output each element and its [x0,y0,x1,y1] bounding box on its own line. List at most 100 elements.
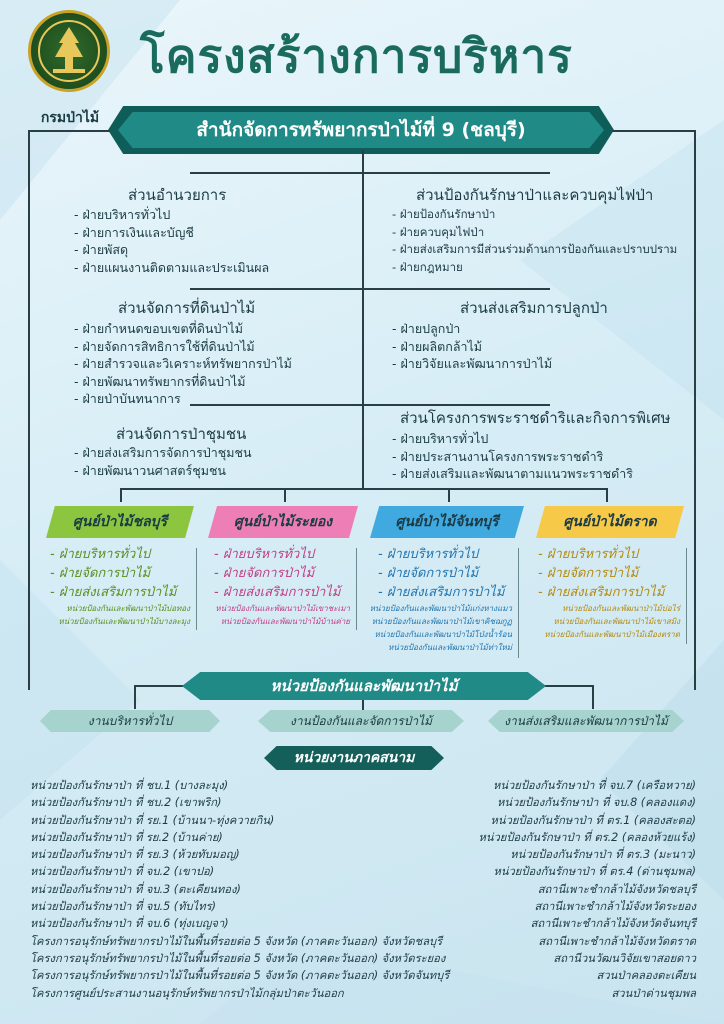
list-item: ฝ่ายสำรวจและวิเคราะห์ทรัพยากรป่าไม้ [74,355,291,373]
list-item: ฝ่ายควบคุมไฟป่า [392,224,677,242]
list-item: ฝ่ายบริหารทั่วไป [74,206,269,224]
section-title-royal: ส่วนโครงการพระราชดำริและกิจการพิเศษ [400,409,671,427]
units-bracket-4 [686,548,687,644]
list-item: หน่วยป้องกันและพัฒนาป่าไม้เขาคิชฌกูฏ [371,617,512,626]
list-item: ฝ่ายพัสดุ [74,241,269,259]
units-chanthaburi: หน่วยป้องกันและพัฒนาป่าไม้แก่งหางแมว หน่… [362,602,512,654]
list-item: สถานีเพาะชำกล้าไม้จังหวัดชลบุรี [537,882,696,896]
list-item: ฝ่ายวิจัยและพัฒนาการป่าไม้ [392,355,552,373]
list-item: ฝ่ายบริหารทั่วไป [214,545,340,564]
field-list-right: หน่วยป้องกันรักษาป่า ที่ จบ.7 (เครือหวาย… [478,777,696,1002]
units-bracket-1 [196,548,197,630]
center3-drop [448,488,450,502]
center4-drop [606,488,608,502]
list-item: ฝ่ายผลิตกล้าไม้ [392,338,552,356]
frame-left-line [28,130,30,690]
section-title-protection: ส่วนป้องกันรักษาป่าและควบคุมไฟป่า [416,186,654,204]
list-item: สถานีเพาะชำกล้าไม้จังหวัดระยอง [534,900,696,914]
list-item: ฝ่ายป้องกันรักษาป่า [392,206,677,224]
list-item: ฝ่ายจัดการป่าไม้ [538,564,664,583]
list-item: หน่วยป้องกันและพัฒนาป่าไม้เมืองตราด [544,630,680,639]
units-trat: หน่วยป้องกันและพัฒนาป่าไม้บ่อไร่ หน่วยป้… [530,602,680,641]
section-list-protection: ฝ่ายป้องกันรักษาป่า ฝ่ายควบคุมไฟป่า ฝ่าย… [392,206,677,276]
list-item: หน่วยป้องกันและพัฒนาป่าไม้บางละมุง [58,617,190,626]
section-list-admin: ฝ่ายบริหารทั่วไป ฝ่ายการเงินและบัญชี ฝ่า… [74,206,269,276]
spine-line [362,150,364,490]
center2-drop [284,488,286,502]
section-list-planting: ฝ่ายปลูกป่า ฝ่ายผลิตกล้าไม้ ฝ่ายวิจัยและ… [392,320,552,373]
list-item: หน่วยป้องกันรักษาป่า ที่ จบ.3 (ตะเคียนทอ… [30,882,241,896]
field-list-left: หน่วยป้องกันรักษาป่า ที่ ชบ.1 (บางละมุง)… [30,777,449,1002]
list-item: ฝ่ายส่งเสริมการจัดการป่าชุมชน [74,444,251,462]
list-item: หน่วยป้องกันรักษาป่า ที่ รย.3 (ห้วยทับมอ… [30,848,240,862]
list-item: ฝ่ายพัฒนาทรัพยากรที่ดินป่าไม้ [74,373,292,391]
center-list-trat: ฝ่ายบริหารทั่วไป ฝ่ายจัดการป่าไม้ ฝ่ายส่… [538,545,665,602]
unit-drop-mid [362,698,364,710]
list-item: ฝ่ายแผนงานติดตามและประเมินผล [74,259,269,277]
center-list-chonburi: ฝ่ายบริหารทั่วไป ฝ่ายจัดการป่าไม้ ฝ่ายส่… [50,545,177,602]
list-item: หน่วยป้องกันรักษาป่า ที่ ชบ.2 (เขาพริก) [30,796,222,810]
list-item: ฝ่ายการเงินและบัญชี [74,224,269,242]
centers-branch [120,488,606,490]
list-item: ฝ่ายส่งเสริมการป่าไม้ [538,583,665,602]
list-item: หน่วยป้องกันรักษาป่า ที่ ตร.1 (คลองสะตอ) [490,813,696,827]
unit-section-title: หน่วยป้องกันและพัฒนาป่าไม้ [182,672,546,700]
section-title-planting: ส่วนส่งเสริมการปลูกป่า [460,299,608,317]
list-item: ฝ่ายบริหารทั่วไป [392,430,633,448]
list-item: หน่วยป้องกันรักษาป่า ที่ ตร.4 (ด่านชุมพล… [493,865,696,879]
list-item: ฝ่ายพัฒนาวนศาสตร์ชุมชน [74,462,252,480]
section-list-royal: ฝ่ายบริหารทั่วไป ฝ่ายประสานงานโครงการพระ… [392,430,633,483]
section-title-land: ส่วนจัดการที่ดินป่าไม้ [118,299,256,317]
office-banner: สำนักจัดการทรัพยากรป่าไม้ที่ 9 (ชลบุรี) [118,112,604,148]
list-item: หน่วยป้องกันและพัฒนาป่าไม้เขาสมิง [553,617,680,626]
list-item: หน่วยป้องกันและพัฒนาป่าไม้แก่งหางแมว [369,604,512,613]
list-item: ฝ่ายกฎหมาย [392,259,677,277]
list-item: ฝ่ายปลูกป่า [392,320,552,338]
list-item: โครงการอนุรักษ์ทรัพยากรป่าไม้ในพื้นที่รอ… [30,969,450,983]
list-item: สถานีเพาะชำกล้าไม้จังหวัดจันทบุรี [530,917,696,931]
page-title: โครงสร้างการบริหาร [140,29,573,83]
list-item: หน่วยป้องกันรักษาป่า ที่ จบ.6 (ทุ่งเบญจา… [30,917,229,931]
center-rayong: ศูนย์ป่าไม้ระยอง [208,506,358,538]
list-item: หน่วยป้องกันรักษาป่า ที่ จบ.7 (เครือหวาย… [492,779,696,792]
list-item: ฝ่ายจัดการป่าไม้ [378,564,504,583]
list-item: สถานีวนวัฒนวิจัยเขาสอยดาว [553,951,696,965]
section-title-admin: ส่วนอำนวยการ [128,186,227,204]
units-bracket-2 [356,548,357,630]
branch-row2 [190,288,550,290]
list-item: โครงการศูนย์ประสานงานอนุรักษ์ทรัพยากรป่า… [30,986,344,1000]
list-item: หน่วยป้องกันรักษาป่า ที่ ชบ.1 (บางละมุง) [30,779,229,792]
list-item: ฝ่ายส่งเสริมการมีส่วนร่วมด้านการป้องกันแ… [392,241,677,259]
list-item: โครงการอนุรักษ์ทรัพยากรป่าไม้ในพื้นที่รอ… [30,951,446,965]
list-item: หน่วยป้องกันและพัฒนาป่าไม้บ่อไร่ [562,604,680,613]
list-item: ฝ่ายบริหารทั่วไป [50,545,176,564]
branch-row1 [190,172,550,174]
list-item: หน่วยป้องกันรักษาป่า ที่ รย.2 (บ้านค่าย) [30,830,223,844]
department-seal-logo [28,10,110,92]
units-rayong: หน่วยป้องกันและพัฒนาป่าไม้เขาชะเมา หน่วย… [208,602,350,628]
list-item: ฝ่ายส่งเสริมและพัฒนาตามแนวพระราชดำริ [392,465,633,483]
frame-top-left [28,130,110,132]
frame-top-right [612,130,696,132]
section-list-land: ฝ่ายกำหนดขอบเขตที่ดินป่าไม้ ฝ่ายจัดการสิ… [74,320,292,408]
list-item: หน่วยป้องกันรักษาป่า ที่ รย.1 (บ้านนา-ทุ… [30,813,275,827]
list-item: ฝ่ายประสานงานโครงการพระราชดำริ [392,448,633,466]
center-list-rayong: ฝ่ายบริหารทั่วไป ฝ่ายจัดการป่าไม้ ฝ่ายส่… [214,545,341,602]
sub-promotion: งานส่งเสริมและพัฒนาการป่าไม้ [488,710,684,732]
list-item: หน่วยป้องกันและพัฒนาป่าไม้โป่งน้ำร้อน [374,630,512,639]
list-item: หน่วยป้องกันรักษาป่า ที่ ตร.3 (มะนาว) [510,848,696,862]
list-item: สวนป่าคลองตะเคียน [596,969,696,983]
list-item: ฝ่ายบริหารทั่วไป [538,545,664,564]
center1-drop [120,488,122,502]
list-item: หน่วยป้องกันและพัฒนาป่าไม้บ่อทอง [66,604,190,613]
list-item: ฝ่ายส่งเสริมการป่าไม้ [50,583,177,602]
unit-drop-right [592,685,594,709]
field-section-title: หน่วยงานภาคสนาม [264,746,444,770]
list-item: หน่วยป้องกันรักษาป่า ที่ จบ.5 (ทับไทร) [30,900,216,914]
sub-protection: งานป้องกันและจัดการป่าไม้ [258,710,464,732]
logo-label: กรมป่าไม้ [40,110,100,126]
list-item: หน่วยป้องกันรักษาป่า ที่ จบ.2 (เขาปอ) [30,865,215,879]
list-item: ฝ่ายจัดการป่าไม้ [214,564,340,583]
list-item: ฝ่ายส่งเสริมการป่าไม้ [214,583,341,602]
